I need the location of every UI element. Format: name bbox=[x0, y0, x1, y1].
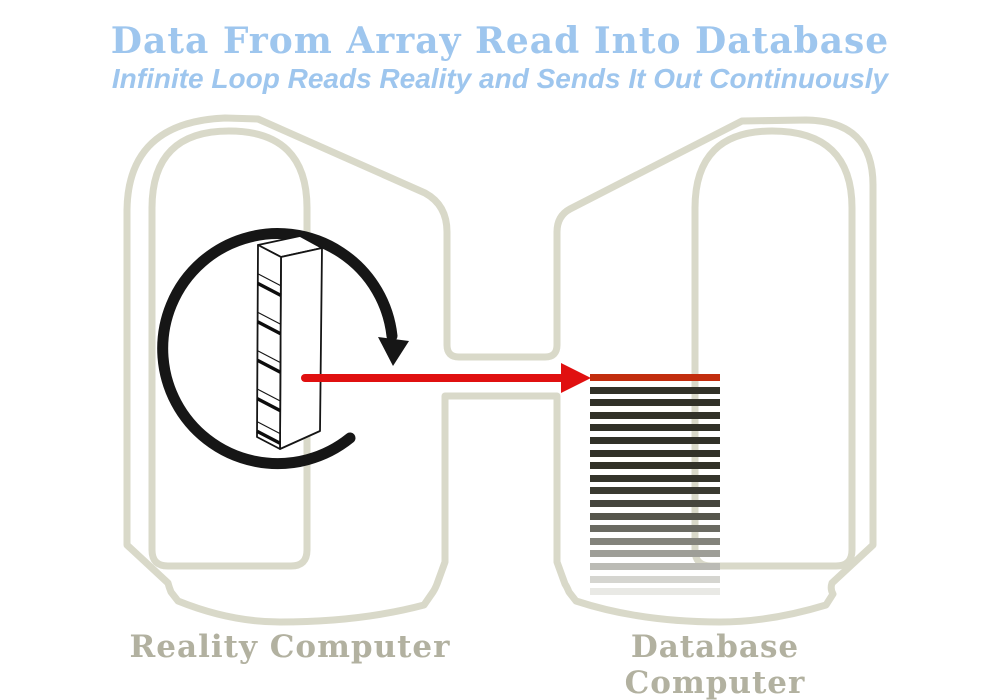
left-screen-arch-outline bbox=[148, 127, 311, 570]
reality-computer-label: Reality Computer bbox=[129, 629, 451, 665]
array-shelf-line bbox=[256, 397, 281, 413]
database-row-incoming bbox=[590, 374, 720, 381]
array-front-face bbox=[279, 247, 323, 450]
array-shelf-line bbox=[257, 281, 282, 297]
computer-bodies-outline bbox=[123, 114, 877, 626]
database-row bbox=[590, 563, 720, 570]
page-title: Data From Array Read Into Database bbox=[110, 20, 890, 62]
database-row bbox=[590, 449, 720, 457]
database-row bbox=[590, 411, 720, 419]
database-row bbox=[590, 424, 720, 432]
array-shelf-line bbox=[256, 388, 281, 402]
array-shelf-line bbox=[256, 429, 281, 445]
database-row bbox=[590, 462, 720, 470]
array-shelf-line bbox=[257, 350, 281, 364]
data-flow-arrow bbox=[301, 363, 591, 393]
database-row bbox=[590, 588, 720, 596]
array-column-graphic bbox=[256, 235, 323, 450]
flow-arrowhead-icon bbox=[561, 363, 591, 393]
page-subtitle: Infinite Loop Reads Reality and Sends It… bbox=[111, 63, 889, 94]
loop-arrowhead-icon bbox=[378, 337, 409, 366]
database-row bbox=[590, 525, 720, 533]
array-shelf-line bbox=[256, 320, 282, 336]
database-row bbox=[590, 474, 720, 482]
infinite-loop-arrow bbox=[157, 228, 409, 470]
array-cell-dividers bbox=[256, 273, 282, 445]
database-computer-label: Database Computer bbox=[624, 629, 806, 700]
array-shelf-line bbox=[256, 358, 282, 374]
database-row bbox=[590, 399, 720, 407]
database-row bbox=[590, 437, 720, 444]
database-row bbox=[590, 550, 720, 558]
database-row bbox=[590, 500, 720, 507]
database-row bbox=[590, 537, 720, 545]
database-row bbox=[590, 386, 720, 394]
array-shelf-line bbox=[257, 273, 282, 287]
database-row bbox=[590, 512, 720, 520]
database-row bbox=[590, 487, 720, 495]
array-shelf-line bbox=[257, 311, 281, 325]
array-shelf-line bbox=[256, 421, 281, 435]
database-row bbox=[590, 575, 720, 583]
